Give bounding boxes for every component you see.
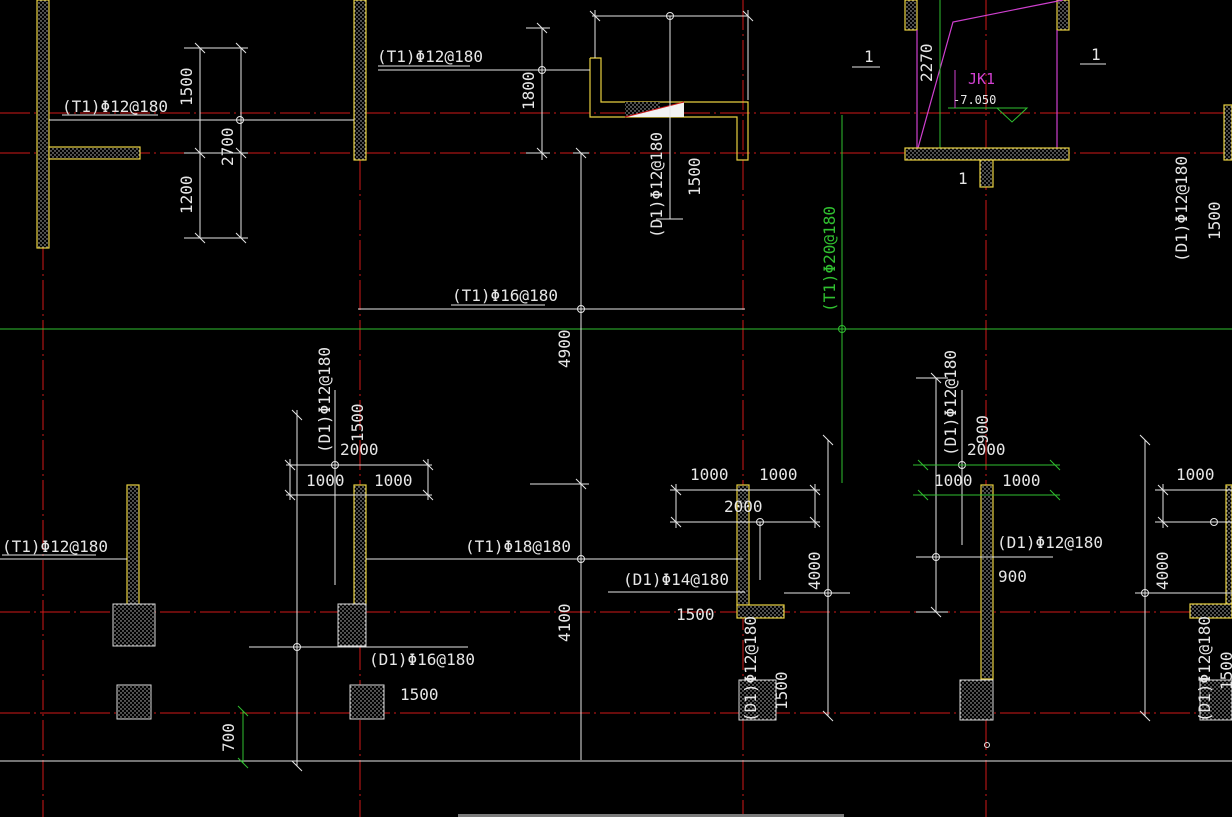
- wall-right-edge-foot: [1189, 603, 1232, 619]
- dim-900-b: 900: [998, 567, 1027, 586]
- label-t1-16: (T1)Φ16@180: [452, 286, 558, 305]
- dim-1000-e: 1000: [934, 471, 973, 490]
- dim-1500-h: 1500: [1217, 651, 1232, 690]
- pit-section: [589, 57, 749, 161]
- section-mark-1a: 1: [864, 47, 874, 66]
- dim-700: 700: [219, 723, 238, 752]
- wall-bottom-3-foot: [736, 604, 785, 619]
- dim-900-a: 900: [973, 415, 992, 444]
- dim-1000-g: 1000: [1176, 465, 1215, 484]
- bottom-scrollbar[interactable]: [458, 814, 844, 817]
- dim-1200: 1200: [177, 175, 196, 214]
- label-d1-12-g: (D1)Φ12@180: [1195, 616, 1214, 722]
- axis-green: [0, 115, 1232, 483]
- column-2: [116, 684, 152, 720]
- walls: [36, 0, 1232, 680]
- label-d1-16: (D1)Φ16@180: [369, 650, 475, 669]
- label-t1-20: (T1)Φ20@180: [820, 206, 839, 312]
- label-elevation: -7.050: [953, 93, 996, 107]
- label-d1-12-f: (D1)Φ12@180: [941, 350, 960, 456]
- dim-1000-b: 1000: [374, 471, 413, 490]
- dim-2700: 2700: [218, 127, 237, 166]
- column-6: [959, 679, 994, 721]
- wall-left-horizontal: [48, 146, 141, 160]
- label-t1-18: (T1)Φ18@180: [465, 537, 571, 556]
- dim-4900: 4900: [555, 329, 574, 368]
- label-d1-14: (D1)Φ14@180: [623, 570, 729, 589]
- section-mark-1c: 1: [958, 169, 968, 188]
- dim-2000-c: 2000: [967, 440, 1006, 459]
- label-t1-12-c: (T1)Φ12@180: [2, 537, 108, 556]
- wall-2-vertical: [353, 0, 367, 161]
- dim-1500-e: 1500: [400, 685, 439, 704]
- wall-left-vertical: [36, 0, 50, 249]
- label-d1-12-d: (D1)Φ12@180: [741, 616, 760, 722]
- section-mark-1b: 1: [1091, 45, 1101, 64]
- dim-2000-a: 2000: [340, 440, 379, 459]
- dim-4100: 4100: [555, 603, 574, 642]
- label-d1-12-a: (D1)Φ12@180: [647, 132, 666, 238]
- label-d1-12-e: (D1)Φ12@180: [997, 533, 1103, 552]
- dim-1500-c: 1500: [1205, 201, 1224, 240]
- wall-right-edge-top: [1223, 104, 1232, 161]
- wall-bottom-4: [980, 484, 994, 680]
- wall-top-right-left: [904, 0, 918, 31]
- wall-right-edge-bottom: [1225, 484, 1232, 606]
- label-t1-12-a: (T1)Φ12@180: [62, 97, 168, 116]
- wall-top-right-right: [1056, 0, 1070, 31]
- dim-4000-b: 4000: [1153, 551, 1172, 590]
- dim-1000-c: 1000: [690, 465, 729, 484]
- dim-2270: 2270: [917, 43, 936, 82]
- jk1-section: [904, 0, 1070, 188]
- column-1: [112, 603, 156, 647]
- columns: [112, 603, 1232, 721]
- column-3: [337, 603, 367, 647]
- dim-4000-a: 4000: [805, 551, 824, 590]
- dim-1500-a: 1500: [177, 67, 196, 106]
- dim-1000-f: 1000: [1002, 471, 1041, 490]
- wall-bottom-1: [126, 484, 140, 606]
- dim-1500-g: 1500: [772, 671, 791, 710]
- dim-1500-f: 1500: [676, 605, 715, 624]
- label-d1-12-b: (D1)Φ12@180: [1172, 156, 1191, 262]
- dimension-lines: [0, 10, 1232, 772]
- label-t1-12-b: (T1)Φ12@180: [377, 47, 483, 66]
- label-d1-12-c: (D1)Φ12@180: [315, 347, 334, 453]
- column-4: [349, 684, 385, 720]
- dim-1500-d: 1500: [348, 403, 367, 442]
- label-jk1: JK1: [968, 70, 995, 88]
- wall-bottom-2: [353, 484, 367, 606]
- column-5: [738, 679, 777, 721]
- column-7: [1199, 679, 1232, 721]
- dim-1500-b: 1500: [685, 157, 704, 196]
- dim-1000-d: 1000: [759, 465, 798, 484]
- dim-1000-a: 1000: [306, 471, 345, 490]
- green-dimension-lines: [237, 325, 1061, 769]
- dim-2000-b: 2000: [724, 497, 763, 516]
- dim-1800: 1800: [519, 71, 538, 110]
